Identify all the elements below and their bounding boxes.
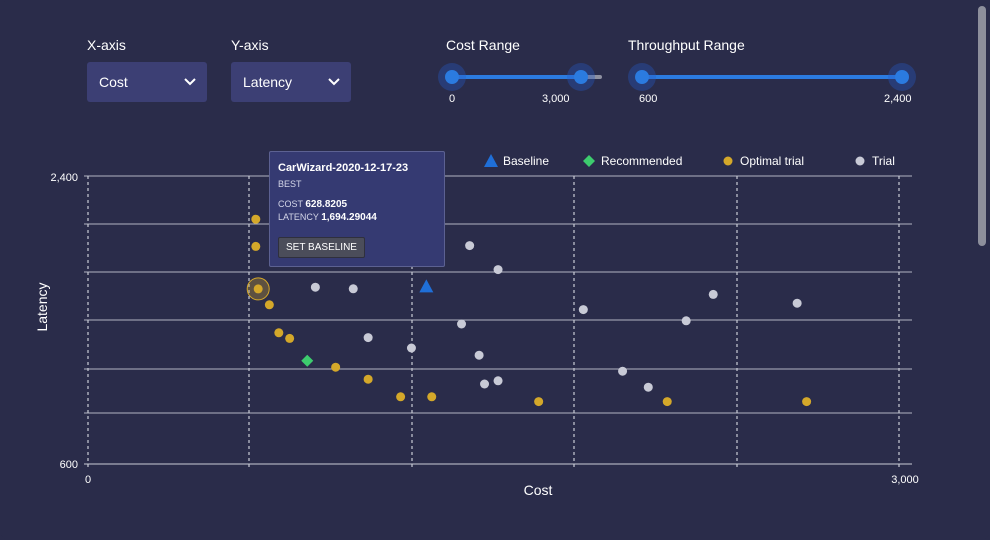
yaxis-select[interactable]: Latency bbox=[231, 62, 351, 102]
throughput-range-max-tick: 2,400 bbox=[884, 93, 912, 105]
chart-legend: Baseline Recommended Optimal trial Trial bbox=[484, 154, 895, 168]
optimal-trial-point bbox=[363, 374, 373, 384]
yaxis-label: Y-axis bbox=[231, 37, 269, 53]
xaxis-select-value: Cost bbox=[99, 74, 128, 90]
x-tick-label-min: 0 bbox=[85, 474, 91, 486]
tooltip-latency-row: LATENCY 1,694.29044 bbox=[278, 212, 436, 223]
trial-point bbox=[465, 241, 475, 251]
trial-point bbox=[792, 298, 802, 308]
optimal-trial-point bbox=[396, 392, 406, 402]
optimal-trial-point bbox=[427, 392, 437, 402]
trial-point bbox=[363, 333, 373, 343]
yaxis-select-value: Latency bbox=[243, 74, 293, 90]
trial-point bbox=[681, 316, 691, 326]
y-axis-title: Latency bbox=[34, 282, 50, 331]
trial-point bbox=[480, 379, 490, 389]
chevron-down-icon bbox=[328, 78, 340, 86]
trial-point bbox=[493, 265, 503, 275]
cost-range-max-tick: 3,000 bbox=[542, 93, 570, 105]
trial-point bbox=[406, 343, 416, 353]
recommended-point bbox=[301, 354, 314, 367]
optimal-trial-point bbox=[285, 333, 295, 343]
tooltip-cost-label: COST bbox=[278, 199, 303, 209]
legend-optimal-trial-label: Optimal trial bbox=[740, 154, 804, 168]
tooltip-latency-label: LATENCY bbox=[278, 212, 319, 222]
y-tick-label-max: 2,400 bbox=[50, 172, 78, 184]
optimal-trial-point bbox=[662, 397, 672, 407]
y-tick-label-min: 600 bbox=[60, 459, 78, 471]
xaxis-label: X-axis bbox=[87, 37, 126, 53]
legend-trial-icon bbox=[855, 156, 865, 166]
optimal-trial-point bbox=[251, 214, 261, 224]
trial-point bbox=[348, 284, 358, 294]
scatter-chart: Baseline Recommended Optimal trial Trial Co… bbox=[34, 154, 919, 498]
trial-point bbox=[493, 376, 503, 386]
throughput-range-slider[interactable]: 600 2,400 bbox=[628, 62, 918, 105]
xaxis-select[interactable]: Cost bbox=[87, 62, 207, 102]
chart-points bbox=[246, 214, 812, 407]
throughput-range-selected-track bbox=[642, 75, 902, 79]
optimal-trial-point bbox=[253, 284, 263, 294]
vertical-scrollbar[interactable] bbox=[978, 6, 986, 246]
legend-trial-label: Trial bbox=[872, 154, 895, 168]
trial-point bbox=[578, 305, 588, 315]
cost-range-label: Cost Range bbox=[446, 37, 520, 53]
point-tooltip: CarWizard-2020-12-17-23 BEST COST 628.82… bbox=[269, 151, 445, 267]
trial-point bbox=[708, 289, 718, 299]
chart-grid bbox=[84, 175, 912, 470]
optimal-trial-point bbox=[331, 362, 341, 372]
x-axis-title: Cost bbox=[524, 482, 553, 498]
tooltip-cost-row: COST 628.8205 bbox=[278, 199, 436, 210]
throughput-range-min-tick: 600 bbox=[639, 93, 658, 105]
legend-recommended-label: Recommended bbox=[601, 154, 682, 168]
throughput-range-max-handle[interactable] bbox=[895, 70, 909, 84]
baseline-point bbox=[419, 279, 434, 293]
tooltip-cost-value: 628.8205 bbox=[305, 199, 348, 210]
tooltip-latency-value: 1,694.29044 bbox=[321, 212, 377, 223]
cost-range-min-handle[interactable] bbox=[445, 70, 459, 84]
legend-baseline-label: Baseline bbox=[503, 154, 549, 168]
legend-baseline-icon bbox=[484, 154, 498, 167]
optimal-trial-point bbox=[802, 397, 812, 407]
legend-optimal-trial-icon bbox=[723, 156, 733, 166]
optimal-trial-point bbox=[534, 397, 544, 407]
chevron-down-icon bbox=[184, 78, 196, 86]
trial-point bbox=[474, 350, 484, 360]
throughput-range-label: Throughput Range bbox=[628, 37, 745, 53]
tooltip-title: CarWizard-2020-12-17-23 bbox=[278, 162, 409, 174]
trial-point bbox=[618, 366, 628, 376]
optimal-trial-point bbox=[274, 328, 284, 338]
optimal-trial-point bbox=[264, 300, 274, 310]
trial-point bbox=[310, 282, 320, 292]
trial-point bbox=[457, 319, 467, 329]
tooltip-subtitle: BEST bbox=[278, 179, 302, 189]
throughput-range-min-handle[interactable] bbox=[635, 70, 649, 84]
optimal-trial-point bbox=[251, 241, 261, 251]
x-tick-label-max: 3,000 bbox=[891, 474, 919, 486]
trial-point bbox=[643, 382, 653, 392]
set-baseline-button[interactable]: SET BASELINE bbox=[278, 237, 365, 258]
cost-range-slider[interactable]: 0 3,000 bbox=[438, 62, 618, 105]
cost-range-selected-track bbox=[452, 75, 581, 79]
legend-recommended-icon bbox=[583, 155, 595, 167]
cost-range-min-tick: 0 bbox=[449, 93, 456, 105]
cost-range-max-handle[interactable] bbox=[573, 70, 588, 84]
